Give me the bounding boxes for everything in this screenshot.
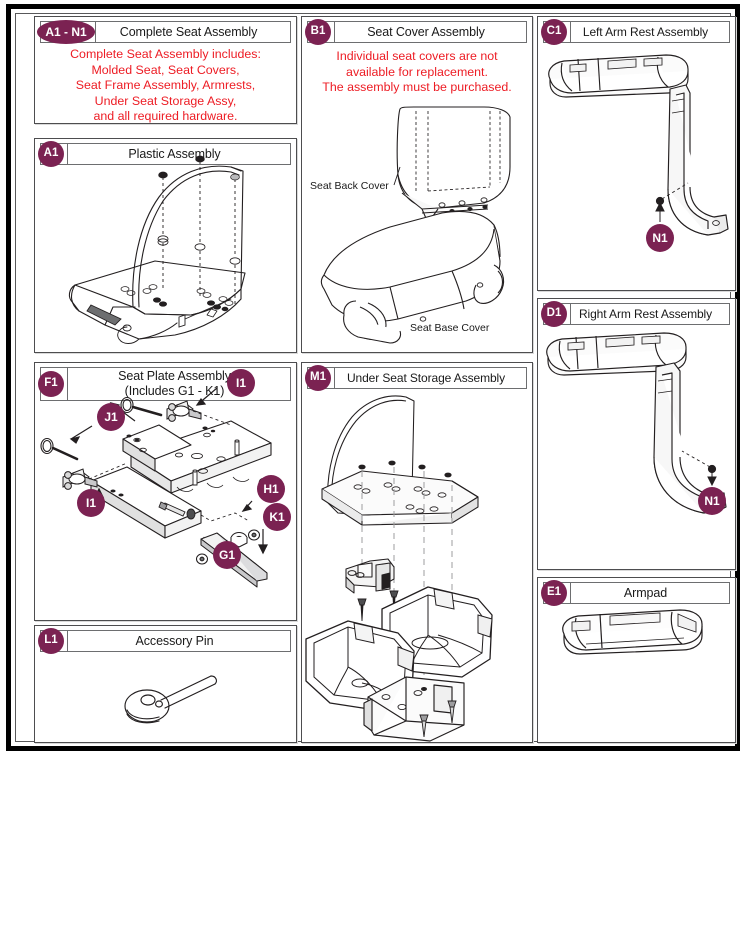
callout-badge-i1-top: I1	[227, 369, 255, 397]
badge-b1: B1	[305, 19, 331, 45]
panel-left-arm-rest-assembly[interactable]: C1 Left Arm Rest Assembly	[537, 16, 736, 291]
callout-badge-j1: J1	[97, 403, 125, 431]
header-divider	[67, 144, 68, 164]
callout-badge-i1-bottom: I1	[77, 489, 105, 517]
badge-e1: E1	[541, 580, 567, 606]
header-divider	[67, 368, 68, 400]
part-label-seat-back-cover: Seat Back Cover	[310, 180, 389, 192]
header-divider	[334, 22, 335, 42]
header-divider	[570, 304, 571, 324]
panel-title-plastic-assembly: Plastic Assembly	[128, 146, 221, 161]
panel-title-under-seat-storage-assembly: Under Seat Storage Assembly	[346, 370, 506, 385]
panel-header-armpad: E1 Armpad	[541, 580, 730, 606]
artwork-plastic-seat-exploded	[35, 139, 296, 352]
diagram-page-inner-border: A1 - N1 Complete Seat Assembly Complete …	[15, 13, 736, 743]
header-divider	[570, 22, 571, 42]
panel-header-left-arm-rest-assembly: C1 Left Arm Rest Assembly	[541, 19, 730, 45]
badge-c1: C1	[541, 19, 567, 45]
panel-header-seat-cover-assembly: B1 Seat Cover Assembly	[305, 19, 527, 45]
panel-plastic-assembly[interactable]: A1 Plastic Assembly	[34, 138, 297, 353]
panel-seat-cover-assembly[interactable]: B1 Seat Cover Assembly Individual seat c…	[301, 16, 533, 353]
callout-badge-k1: K1	[263, 503, 291, 531]
panel-title-accessory-pin: Accessory Pin	[135, 633, 214, 648]
panel-seat-plate-assembly[interactable]: F1 Seat Plate Assembly (Includes G1 - K1…	[34, 362, 297, 621]
panel-title-seat-cover-assembly: Seat Cover Assembly	[367, 24, 485, 39]
panel-title-right-arm-rest-assembly: Right Arm Rest Assembly	[578, 306, 713, 321]
panel-header-accessory-pin: L1 Accessory Pin	[38, 628, 291, 654]
header-divider	[570, 583, 571, 603]
panel-header-right-arm-rest-assembly: D1 Right Arm Rest Assembly	[541, 301, 730, 327]
panel-complete-seat-assembly[interactable]: A1 - N1 Complete Seat Assembly Complete …	[34, 16, 297, 124]
badge-a1-n1: A1 - N1	[37, 20, 95, 44]
header-divider	[95, 22, 96, 42]
part-label-seat-base-cover: Seat Base Cover	[410, 322, 490, 334]
badge-d1: D1	[541, 301, 567, 327]
panel-accessory-pin[interactable]: L1 Accessory Pin	[34, 625, 297, 743]
panel-title-seat-plate-assembly: Seat Plate Assembly (Includes G1 - K1)	[118, 369, 231, 398]
panel-title-left-arm-rest-assembly: Left Arm Rest Assembly	[582, 24, 709, 39]
callout-badge-g1: G1	[213, 541, 241, 569]
panel-title-armpad: Armpad	[623, 585, 668, 600]
warning-text-seat-cover-assembly: Individual seat covers are not available…	[322, 49, 512, 95]
warning-text-complete-seat-assembly: Complete Seat Assembly includes: Molded …	[70, 47, 261, 124]
callout-badge-h1: H1	[257, 475, 285, 503]
badge-a1: A1	[38, 141, 64, 167]
artwork-right-arm-rest	[538, 299, 735, 569]
panel-title-complete-seat-assembly: Complete Seat Assembly	[119, 24, 258, 39]
panel-under-seat-storage-assembly[interactable]: M1 Under Seat Storage Assembly	[301, 362, 533, 743]
panel-right-arm-rest-assembly[interactable]: D1 Right Arm Rest Assembly	[537, 298, 736, 570]
panel-header-plastic-assembly: A1 Plastic Assembly	[38, 141, 291, 167]
callout-badge-n1-left: N1	[646, 224, 674, 252]
panel-armpad[interactable]: E1 Armpad	[537, 577, 736, 743]
panel-header-under-seat-storage-assembly: M1 Under Seat Storage Assembly	[305, 365, 527, 391]
artwork-left-arm-rest	[538, 17, 735, 290]
diagram-page-frame: A1 - N1 Complete Seat Assembly Complete …	[6, 4, 740, 751]
artwork-under-seat-storage-exploded	[302, 363, 532, 742]
panel-header-seat-plate-assembly: F1 Seat Plate Assembly (Includes G1 - K1…	[38, 367, 291, 401]
header-divider	[67, 631, 68, 651]
panel-header-complete-seat-assembly: A1 - N1 Complete Seat Assembly	[37, 20, 291, 44]
badge-m1: M1	[305, 365, 331, 391]
badge-f1: F1	[38, 371, 64, 397]
badge-l1: L1	[38, 628, 64, 654]
callout-badge-n1-right: N1	[698, 487, 726, 515]
header-divider	[334, 368, 335, 388]
